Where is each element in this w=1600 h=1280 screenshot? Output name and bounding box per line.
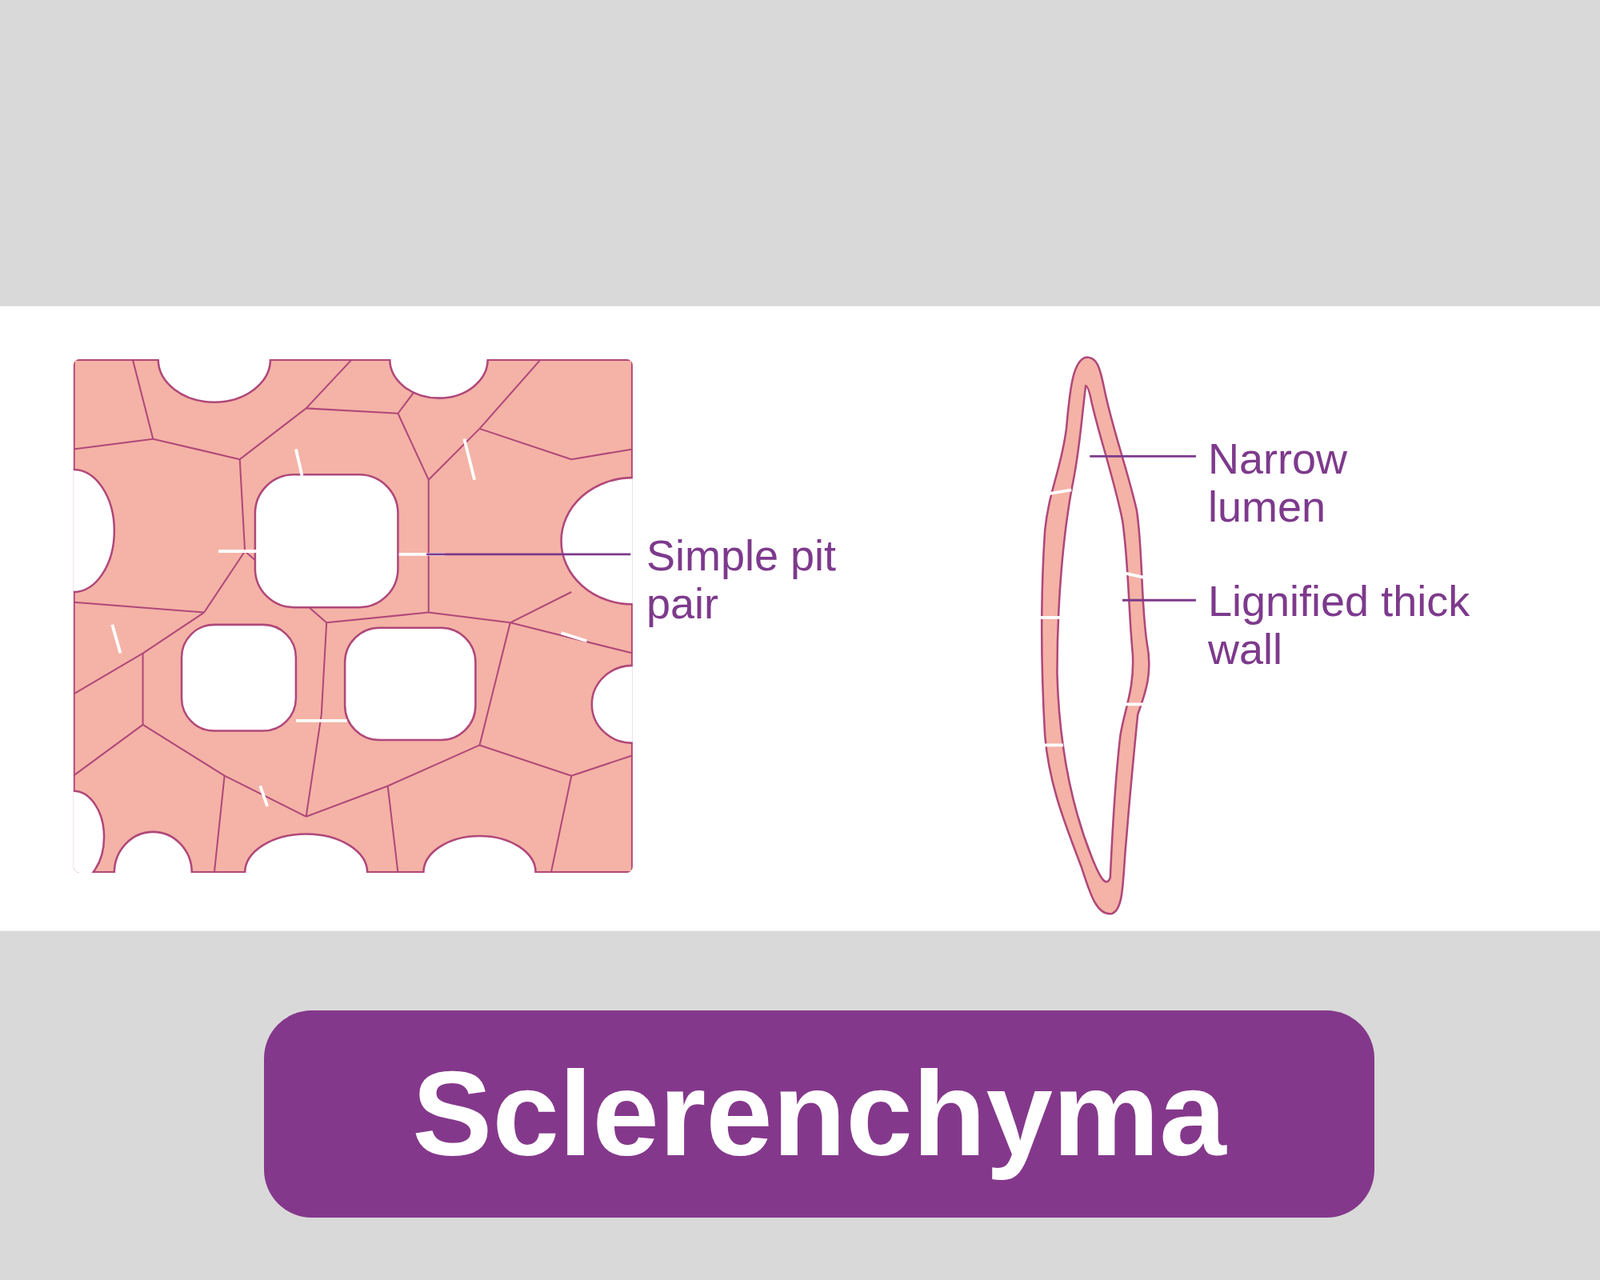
part-label: Narrow lumen [1208,434,1472,532]
title-banner: Sclerenchyma [264,1010,1375,1218]
sclereid-mesh [73,359,633,873]
part-label: Simple pit pair [646,531,911,628]
fibre-pits [1038,489,1147,745]
fibre-cell [1041,357,1149,915]
white-band [0,306,1600,932]
part-label: Lignified thick wall [1208,576,1472,674]
title: Sclerenchyma [412,1044,1226,1184]
